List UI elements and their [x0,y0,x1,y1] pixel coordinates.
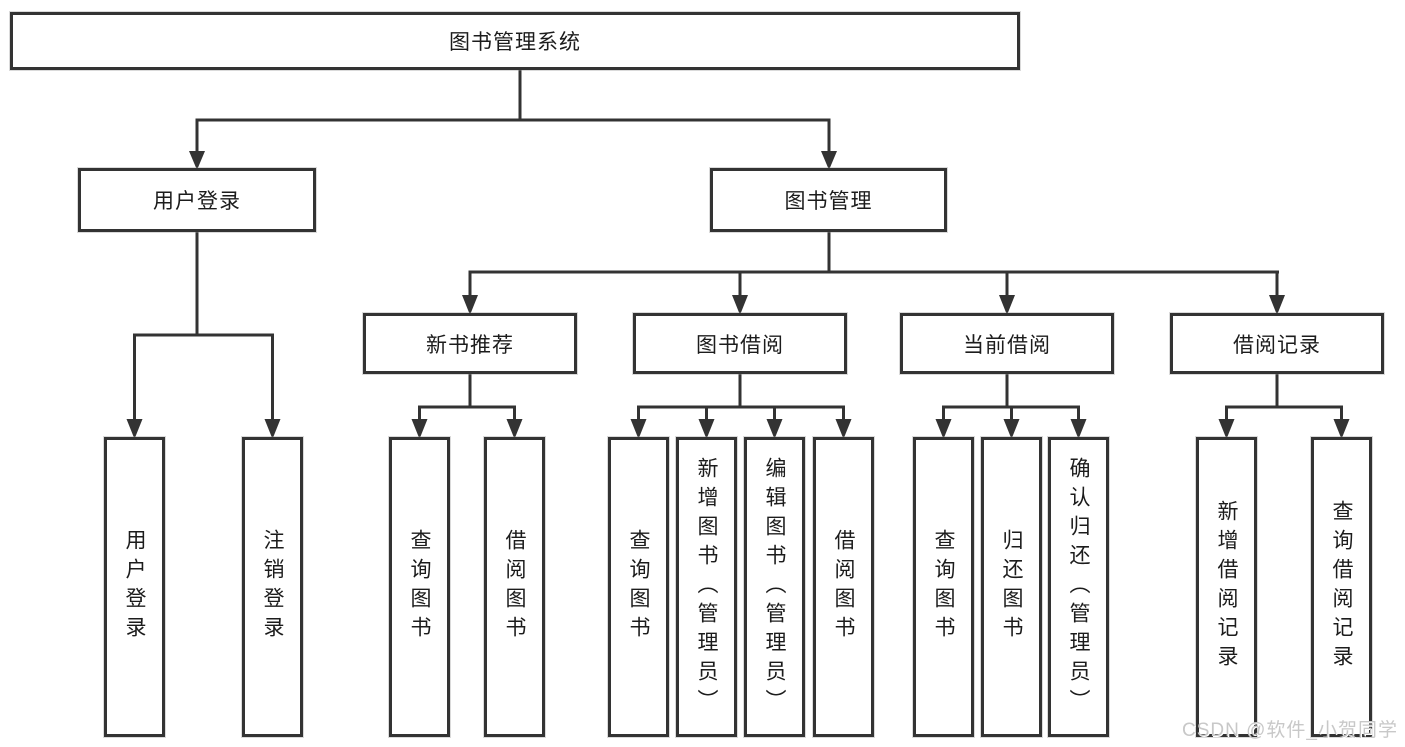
node-label: 查询图书 [932,529,955,645]
node-label: 编辑图书（管理员） [763,456,786,718]
leaf-confirm-return-admin: 确认归还（管理员） [1048,437,1109,737]
connector-lines [133,70,1343,421]
node-label: 新书推荐 [426,333,514,357]
leaf-return-book: 归还图书 [981,437,1042,737]
arrowhead [732,295,748,315]
node-label: 借阅图书 [832,529,855,645]
arrowhead [126,419,143,439]
arrowhead [821,151,837,170]
arrowhead [506,419,523,439]
node-borrow-records: 借阅记录 [1170,313,1384,374]
arrowhead [411,419,428,439]
arrowhead [1218,419,1235,439]
node-label: 查询借阅记录 [1330,500,1353,674]
arrowhead [1333,419,1350,439]
leaf-query-books-borrow: 查询图书 [608,437,669,737]
node-label: 用户登录 [123,529,146,645]
leaf-query-books-recommend: 查询图书 [389,437,450,737]
node-book-borrow: 图书借阅 [633,313,847,374]
leaf-logout: 注销登录 [242,437,303,737]
arrowhead [698,419,715,439]
arrowhead [189,151,205,170]
arrowhead [1070,419,1087,439]
arrowheads [126,151,1350,439]
leaf-user-login: 用户登录 [104,437,165,737]
watermark: CSDN @软件_小贺同学 [1182,720,1398,741]
leaf-add-borrow-record: 新增借阅记录 [1196,437,1257,737]
node-label: 用户登录 [153,190,241,213]
arrowhead [935,419,952,439]
node-label: 查询图书 [627,529,650,645]
arrowhead [766,419,783,439]
arrowhead [1269,295,1285,315]
leaf-query-books-current: 查询图书 [913,437,974,737]
arrowhead [835,419,852,439]
node-current-borrow: 当前借阅 [900,313,1114,374]
node-library-management-system: 图书管理系统 [10,12,1020,70]
node-label: 新增图书（管理员） [695,456,718,718]
arrowhead [630,419,647,439]
node-label: 归还图书 [1000,529,1023,645]
node-label: 确认归还（管理员） [1067,456,1090,718]
arrowhead [999,295,1015,315]
leaf-add-book-admin: 新增图书（管理员） [676,437,737,737]
node-label: 注销登录 [261,529,284,645]
node-label: 当前借阅 [963,333,1051,357]
node-label: 图书借阅 [696,333,784,357]
node-label: 查询图书 [408,529,431,645]
node-label: 借阅记录 [1233,333,1321,357]
leaf-edit-book-admin: 编辑图书（管理员） [744,437,805,737]
arrowhead [264,419,281,439]
leaf-borrow-books-recommend: 借阅图书 [484,437,545,737]
node-new-book-recommend: 新书推荐 [363,313,577,374]
node-label: 图书管理 [784,190,873,213]
arrowhead [1003,419,1020,439]
node-label: 图书管理系统 [449,31,581,54]
node-book-management: 图书管理 [710,168,947,232]
leaf-query-borrow-record: 查询借阅记录 [1311,437,1372,737]
node-user-login: 用户登录 [78,168,316,232]
node-label: 新增借阅记录 [1215,500,1238,674]
leaf-borrow-books: 借阅图书 [813,437,874,737]
arrowhead [462,295,478,315]
node-label: 借阅图书 [503,529,526,645]
